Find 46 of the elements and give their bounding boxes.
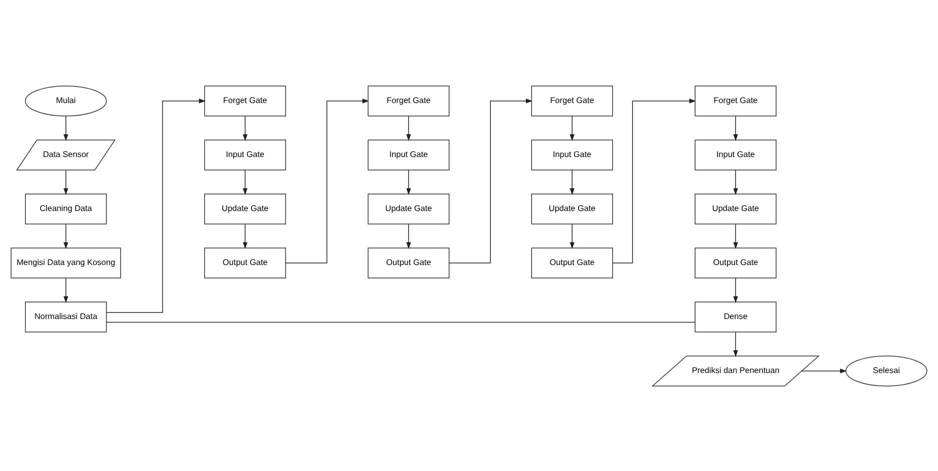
arrow xyxy=(242,223,248,248)
node-box: Output Gate xyxy=(368,247,450,278)
arrow xyxy=(64,223,68,248)
node-box: Input Gate xyxy=(204,139,286,170)
node-box: Update Gate xyxy=(694,193,776,224)
arrow xyxy=(64,277,68,302)
arrow xyxy=(242,169,248,194)
node-box: Forget Gate xyxy=(204,85,286,116)
node-box: Dense xyxy=(694,301,776,332)
arrow xyxy=(570,115,574,140)
node-box: Output Gate xyxy=(531,247,613,278)
arrow xyxy=(64,169,68,194)
connector xyxy=(106,321,696,322)
node-box: Input Gate xyxy=(531,139,613,170)
arrow xyxy=(733,223,738,248)
node-box: Update Gate xyxy=(204,193,286,224)
node-ellipse: Mulai xyxy=(25,85,107,116)
node-box: Output Gate xyxy=(204,247,286,278)
arrow xyxy=(406,115,411,140)
arrow xyxy=(64,115,68,140)
node-box: Input Gate xyxy=(694,139,776,170)
arrow xyxy=(733,115,738,140)
node-box: Output Gate xyxy=(694,247,776,278)
arrow xyxy=(406,169,411,194)
arrow xyxy=(612,98,696,263)
node-box: Forget Gate xyxy=(531,85,613,116)
arrow xyxy=(733,331,738,356)
arrow xyxy=(242,115,248,140)
node-box: Mengisi Data yang Kosong xyxy=(10,247,121,278)
arrow xyxy=(733,277,738,302)
node-ellipse: Selesai xyxy=(846,355,928,386)
node-box: Update Gate xyxy=(531,193,613,224)
node-box: Cleaning Data xyxy=(25,193,107,224)
arrow xyxy=(285,98,370,263)
node-box: Forget Gate xyxy=(694,85,776,116)
arrow xyxy=(570,223,574,248)
node-box: Normalisasi Data xyxy=(25,301,107,332)
node-box: Input Gate xyxy=(368,139,450,170)
node-box: Forget Gate xyxy=(368,85,450,116)
node-box: Update Gate xyxy=(368,193,450,224)
arrow xyxy=(406,223,411,248)
arrow xyxy=(570,169,574,194)
arrow xyxy=(106,98,206,312)
arrow xyxy=(733,169,738,194)
arrow xyxy=(801,368,847,373)
arrow xyxy=(448,98,533,263)
